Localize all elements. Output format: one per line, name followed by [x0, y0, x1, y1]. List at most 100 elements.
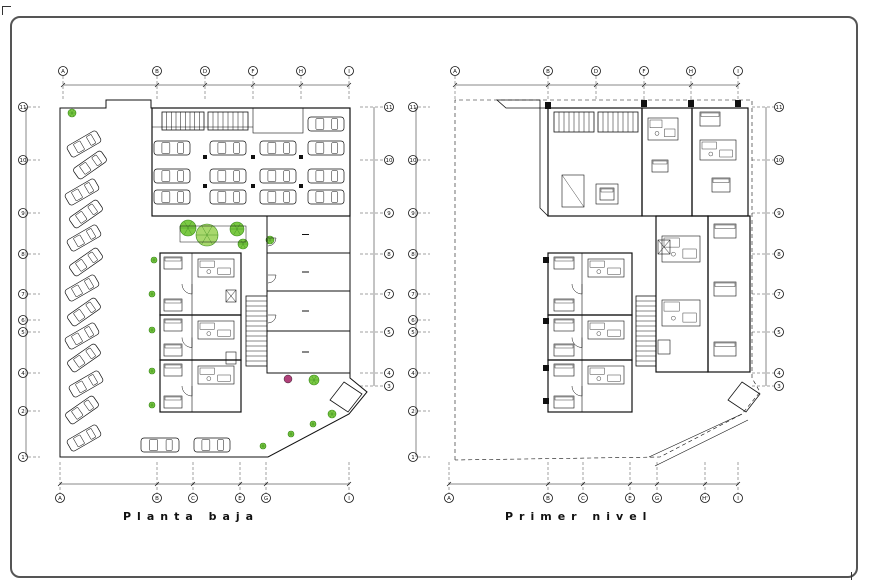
column	[251, 155, 255, 159]
bed	[713, 223, 737, 239]
parked-car	[69, 199, 103, 229]
floor-outline	[454, 99, 761, 461]
stairs	[245, 295, 268, 367]
parked-car	[65, 395, 99, 425]
axis-label: 10	[410, 158, 417, 164]
tree	[67, 108, 77, 118]
axis-bubble-top: I	[344, 66, 354, 76]
axis-bubble-bottom: C	[188, 493, 198, 503]
door-swing	[571, 385, 583, 397]
axis-bubble-top: I	[733, 66, 743, 76]
bed	[711, 177, 731, 193]
axis-label: 8	[387, 252, 391, 258]
parked-car	[64, 322, 100, 350]
guard-booth	[252, 107, 304, 134]
corner-mark	[2, 6, 11, 15]
column	[543, 398, 549, 404]
furniture-block	[197, 258, 235, 278]
door-swing	[181, 283, 193, 295]
parked-car	[209, 189, 247, 205]
axis-bubble-right: 8	[774, 249, 784, 259]
axis-bubble-left: 2	[18, 406, 28, 416]
elevator	[225, 289, 237, 303]
column	[543, 365, 549, 371]
parked-car	[153, 189, 191, 205]
bed	[163, 363, 183, 377]
axis-bubble-top: D	[200, 66, 210, 76]
axis-bubble-right: 9	[384, 208, 394, 218]
axis-label: D	[594, 69, 598, 75]
bed	[553, 256, 575, 270]
parked-car	[66, 224, 102, 252]
axis-label: 5	[387, 330, 391, 336]
axis-bubble-right: 5	[774, 327, 784, 337]
axis-label: 4	[777, 371, 781, 377]
bed	[163, 298, 183, 312]
axis-label: C	[191, 496, 195, 502]
furniture-block	[197, 365, 235, 385]
tree	[237, 238, 249, 250]
ramp	[329, 381, 363, 413]
tree	[259, 442, 267, 450]
axis-bubble-bottom: G	[261, 493, 271, 503]
parked-car	[209, 140, 247, 156]
axis-label: 8	[411, 252, 415, 258]
axis-label: E	[628, 496, 632, 502]
axis-label: I	[737, 496, 739, 502]
tree	[195, 223, 219, 247]
bed	[599, 187, 615, 201]
axis-label: I	[348, 69, 350, 75]
axis-label: 5	[411, 330, 415, 336]
axis-label: 11	[776, 105, 783, 111]
axis-bubble-right: 3	[384, 381, 394, 391]
bed	[713, 281, 737, 297]
axis-label: C	[581, 496, 585, 502]
axis-label: I	[737, 69, 739, 75]
axis-label: G	[655, 496, 659, 502]
axis-bubble-right: 4	[774, 368, 784, 378]
axis-bubble-bottom: I	[733, 493, 743, 503]
axis-bubble-left: 6	[408, 315, 418, 325]
furniture-block	[647, 117, 679, 141]
axis-label: 2	[411, 409, 415, 415]
axis-label: 8	[21, 252, 25, 258]
stairs	[635, 295, 657, 367]
tree	[150, 256, 158, 264]
axis-bubble-bottom: C	[578, 493, 588, 503]
stairs	[161, 111, 205, 131]
tree	[148, 401, 156, 409]
axis-bubble-right: 5	[384, 327, 394, 337]
bed	[553, 363, 575, 377]
bed	[553, 298, 575, 312]
axis-bubble-top: B	[543, 66, 553, 76]
axis-bubble-left: 10	[18, 155, 28, 165]
axis-bubble-top: D	[591, 66, 601, 76]
stairs	[553, 111, 595, 133]
axis-label: 4	[411, 371, 415, 377]
tree	[148, 290, 156, 298]
corner-tick	[851, 572, 852, 580]
furniture-block	[587, 320, 625, 340]
axis-bubble-left: 7	[408, 289, 418, 299]
bed	[553, 395, 575, 409]
axis-bubble-left: 8	[18, 249, 28, 259]
axis-bubble-bottom: A	[444, 493, 454, 503]
axis-bubble-bottom: E	[235, 493, 245, 503]
axis-bubble-left: 1	[18, 452, 28, 462]
axis-bubble-left: 4	[18, 368, 28, 378]
axis-label: D	[203, 69, 207, 75]
parked-car	[307, 189, 345, 205]
tree	[148, 326, 156, 334]
axis-label: A	[453, 69, 457, 75]
tree	[309, 420, 317, 428]
canopy	[495, 99, 541, 109]
axis-label: 11	[20, 105, 27, 111]
axis-bubble-bottom: I	[344, 493, 354, 503]
ramp	[727, 381, 761, 413]
parked-car	[69, 247, 103, 277]
axis-bubble-left: 11	[408, 102, 418, 112]
planter	[179, 225, 247, 243]
axis-bubble-left: 9	[408, 208, 418, 218]
